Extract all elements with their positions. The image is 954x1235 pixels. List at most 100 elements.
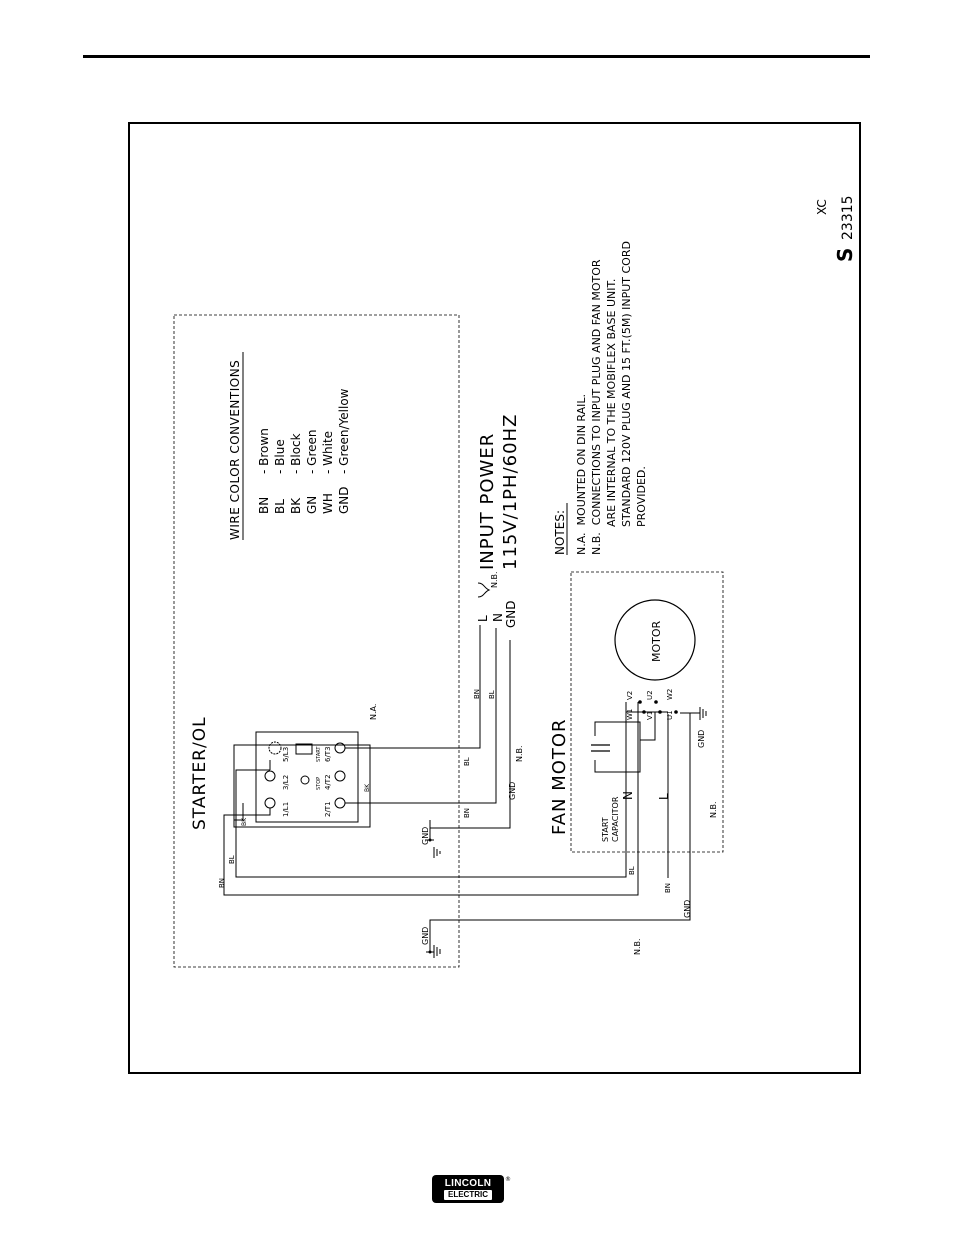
drawing-number: 23315 <box>840 195 856 240</box>
note-line-4: STANDARD 120V PLUG AND 15 FT.(5M) INPUT … <box>620 241 633 555</box>
terminal-label-6t3: 6/T3 <box>324 746 332 762</box>
notes-title: NOTES: <box>553 510 567 555</box>
logo-box: LINCOLN ELECTRIC <box>432 1175 504 1203</box>
motor-terminal-w1: W1 <box>626 709 634 720</box>
nb-label-3: N.B. <box>709 801 718 818</box>
wire-bl-left <box>235 702 627 878</box>
color-name-bl: - Blue <box>273 439 287 474</box>
capacitor-n-label: N <box>621 791 635 800</box>
drawing-code: XC <box>815 199 829 215</box>
wire-label-bn-2: BN <box>463 808 471 818</box>
logo-bottom-text: ELECTRIC <box>444 1190 492 1200</box>
start-label: START <box>316 746 322 762</box>
starter-title: STARTER/OL <box>190 716 210 830</box>
wire-bn-left <box>223 702 639 896</box>
input-brace-shape <box>477 582 491 598</box>
capacitor-wire-2 <box>594 740 641 773</box>
ground-symbol-3 <box>690 707 707 720</box>
input-terminal-l: L <box>476 615 490 622</box>
bk-label-left: BK <box>241 817 248 826</box>
wire-label-bn-3: BN <box>473 689 481 699</box>
wire-motor-top <box>625 702 668 713</box>
terminal-label-1l1: 1/L1 <box>282 802 290 817</box>
lincoln-electric-logo: LINCOLN ELECTRIC ® <box>432 1175 512 1205</box>
wire-t3-to-l <box>345 625 481 749</box>
bk-label-right: BK <box>364 783 371 792</box>
wire-gnd-motor <box>429 712 691 952</box>
terminal-4-t2 <box>334 770 346 782</box>
terminal-label-3l2: 3/L2 <box>282 775 290 790</box>
note-line-3: ARE INTERNAL TO THE MOBIFLEX BASE UNIT. <box>605 279 618 555</box>
terminal-2-t1 <box>334 797 346 809</box>
logo-top-text: LINCOLN <box>444 1178 492 1189</box>
gnd-label-2: GND <box>421 927 430 945</box>
gnd-label-5: GND <box>697 730 706 748</box>
gnd-label-4: GND <box>683 900 692 918</box>
registered-mark: ® <box>505 1176 511 1183</box>
capacitor-wire <box>594 712 656 741</box>
motor-terminal-u1: U1 <box>666 710 674 720</box>
stop-button <box>300 775 310 785</box>
wire-label-bl-3: BL <box>488 690 496 699</box>
note-line-2: N.B. CONNECTIONS TO INPUT PLUG AND FAN M… <box>590 259 603 555</box>
motor-terminal-u2: U2 <box>646 690 654 700</box>
wire-t1-to-n <box>345 628 497 804</box>
color-conventions-title: WIRE COLOR CONVENTIONS <box>228 360 242 540</box>
color-code-bn: BN <box>257 497 271 514</box>
input-terminal-n: N <box>491 613 505 622</box>
color-code-gnd: GND <box>337 486 351 514</box>
wire-label-bn-4: BN <box>664 883 672 893</box>
wire-bk-top <box>234 803 244 821</box>
color-name-gn: - Green <box>305 430 319 474</box>
fan-motor-enclosure <box>570 571 724 853</box>
wire-label-bl-1: BL <box>228 855 236 864</box>
start-button <box>295 743 313 755</box>
wire-label-bl-2: BL <box>463 757 471 766</box>
fan-motor-title: FAN MOTOR <box>549 718 570 835</box>
starter-enclosure <box>173 314 460 968</box>
color-name-wh: - White <box>321 431 335 474</box>
color-name-bn: - Brown <box>257 428 271 474</box>
input-power-title: INPUT POWER <box>477 433 498 570</box>
wire-label-bn-1: BN <box>218 878 226 888</box>
motor-terminal-w2: W2 <box>666 689 674 700</box>
starter-outer-box <box>233 744 371 828</box>
color-name-gnd: - Green/Yellow <box>337 388 351 474</box>
capacitor-l-label: L <box>657 793 671 800</box>
motor-label: MOTOR <box>650 620 663 662</box>
header-rule <box>83 55 870 58</box>
gnd-label-1: GND <box>421 827 430 845</box>
gnd-label-3: GND <box>508 782 517 800</box>
na-label: N.A. <box>369 704 378 720</box>
start-capacitor-line2: CAPACITOR <box>611 796 620 842</box>
drawing-number-prefix: S <box>833 248 857 262</box>
terminal-label-2t1: 2/T1 <box>324 801 332 817</box>
input-power-spec: 115V/1PH/60HZ <box>500 414 521 570</box>
terminal-label-5l3: 5/L3 <box>282 747 290 762</box>
motor-circle <box>614 599 696 681</box>
wire-gnd-main <box>430 640 511 829</box>
ground-symbol-2 <box>426 945 441 958</box>
input-brace-nb: N.B. <box>490 571 499 588</box>
terminal-label-4t2: 4/T2 <box>324 774 332 790</box>
diagram-border <box>128 122 861 1074</box>
color-code-gn: GN <box>305 496 319 514</box>
input-terminal-gnd: GND <box>504 600 518 628</box>
terminal-3-l2 <box>264 770 276 782</box>
color-name-bk: - Block <box>289 433 303 474</box>
nb-label-1: N.B. <box>515 745 524 762</box>
terminal-1-l1 <box>264 797 276 809</box>
color-code-bk: BK <box>289 497 303 514</box>
color-code-wh: WH <box>321 493 335 514</box>
wire-label-bl-4: BL <box>628 866 636 875</box>
stop-label: STOP <box>316 777 322 790</box>
starter-inner-box <box>255 731 359 823</box>
start-capacitor-line1: START <box>601 817 610 842</box>
note-line-1: N.A. MOUNTED ON DIN RAIL. <box>575 394 588 555</box>
motor-terminal-v1: V1 <box>646 711 654 720</box>
dial-icon <box>268 741 282 755</box>
note-line-5: PROVIDED. <box>635 466 648 555</box>
motor-terminal-v2: V2 <box>626 691 634 700</box>
color-code-bl: BL <box>273 499 287 514</box>
